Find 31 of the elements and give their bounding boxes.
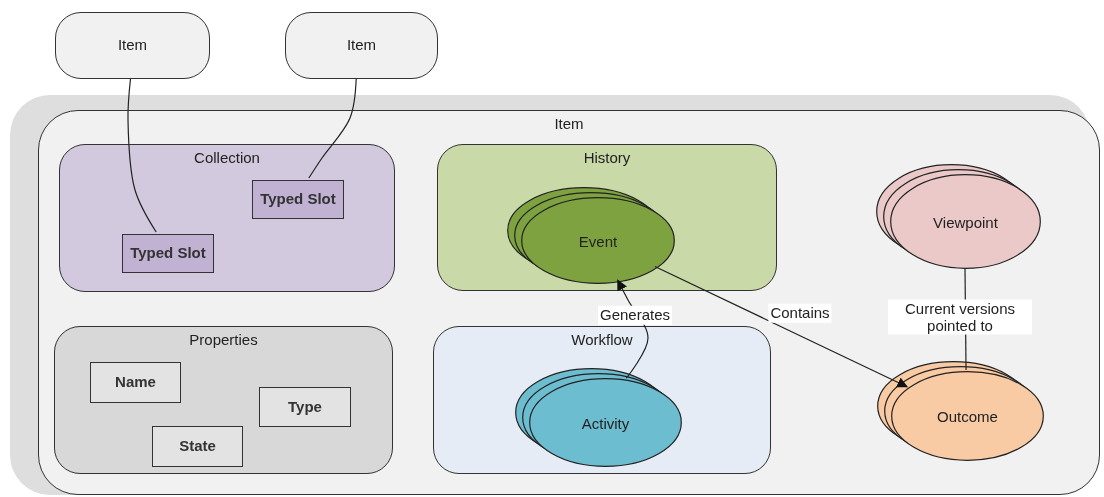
property-box: State	[152, 426, 243, 467]
item-box: Item	[55, 12, 210, 79]
ellipse-label: Activity	[581, 414, 630, 431]
ellipse-label: Event	[578, 232, 618, 249]
ellipse-label: Outcome	[937, 407, 998, 425]
collection-container	[59, 144, 395, 292]
edge-label: Contains	[768, 303, 832, 323]
container-title: Properties	[189, 331, 258, 348]
stacked-ellipses	[515, 368, 682, 467]
workflow-container	[433, 326, 771, 474]
connector	[654, 265, 909, 388]
connector	[308, 78, 357, 179]
ellipse-label: Viewpoint	[933, 213, 998, 230]
slot-box: Typed Slot	[122, 234, 214, 273]
item-box: Item	[285, 12, 438, 79]
container-title: Collection	[194, 149, 260, 166]
connector	[127, 78, 157, 233]
stacked-ellipses	[877, 361, 1044, 461]
stacked-ellipses	[507, 187, 675, 284]
history-container	[437, 144, 777, 291]
property-box: Type	[259, 387, 351, 427]
container-title: History	[583, 149, 631, 166]
slot-box: Typed Slot	[252, 180, 344, 219]
stacked-ellipses	[876, 164, 1041, 269]
item-container	[38, 110, 1100, 495]
container-title: Item	[554, 115, 584, 132]
properties-container	[54, 326, 393, 474]
edge-label: Generates	[598, 305, 672, 325]
edge-label: Current versions pointed to	[888, 299, 1032, 335]
container-title: Workflow	[571, 331, 633, 348]
property-box: Name	[90, 362, 181, 403]
